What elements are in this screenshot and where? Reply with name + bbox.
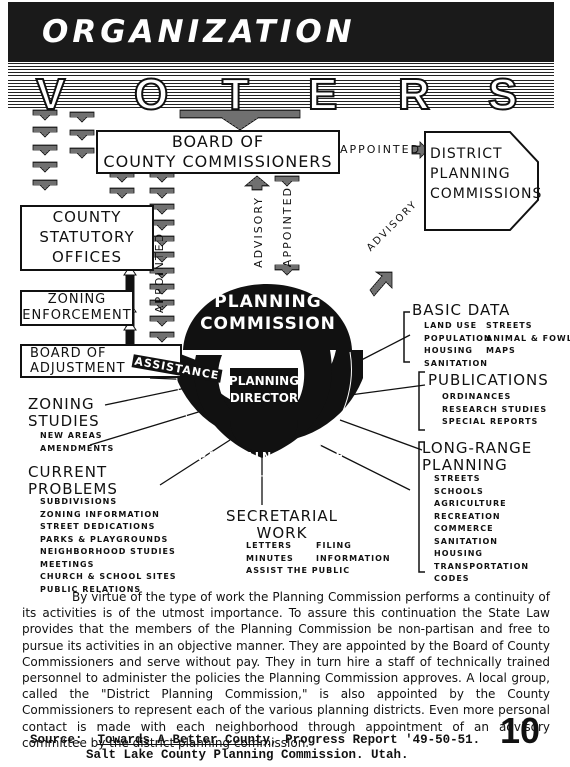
appointed-vertical-label-2: APPOINTED	[281, 186, 294, 268]
planning-commission-label: PLANNING COMMISSION	[184, 291, 352, 335]
header-stripes	[8, 62, 554, 76]
pc-line-2: COMMISSION	[200, 314, 336, 334]
page-title: ORGANIZATION	[42, 14, 356, 50]
board-line-1: BOARD OF	[171, 132, 265, 151]
offices-line-2: STATUTORY	[39, 228, 135, 246]
secretarial-work-title: SECRETARIAL WORK	[225, 507, 339, 543]
zoning-enf-line-2: ENFORCEMENT	[22, 308, 132, 323]
planning-director-label: PLANNING DIRECTOR	[224, 373, 304, 407]
district-box-outline	[424, 131, 539, 231]
advisory-arrow	[369, 271, 393, 297]
zoning-enf-line-1: ZONING	[47, 292, 107, 307]
district-line-1: DISTRICT	[430, 146, 503, 162]
source-label: Source:	[30, 733, 83, 747]
header-band	[8, 2, 554, 62]
adjustment-line-1: BOARD OF	[30, 346, 107, 361]
voters-letter-s: S	[487, 69, 518, 120]
publications-title: PUBLICATIONS	[428, 371, 549, 389]
long-range-planning-title: LONG-RANGE PLANNING	[422, 439, 533, 475]
appointed-label: APPOINTED	[340, 143, 422, 156]
publications-list: ORDINANCES RESEARCH STUDIES SPECIAL REPO…	[442, 392, 548, 426]
left-arrow-column-1	[32, 109, 58, 191]
voters-band	[8, 78, 554, 108]
pd-line-1: PLANNING	[228, 374, 300, 388]
district-planning-commissions-text: DISTRICT PLANNING COMMISSIONS	[430, 144, 542, 204]
description-paragraph: By virtue of the type of work the Planni…	[22, 590, 550, 750]
offices-line-3: OFFICES	[52, 248, 122, 266]
board-line-2: COUNTY COMMISSIONERS	[103, 152, 333, 171]
zoning-studies-title: ZONING STUDIES	[28, 395, 100, 431]
planning-staff-label: PLANNING STAFF	[197, 450, 347, 463]
board-of-county-commissioners-box: BOARD OF COUNTY COMMISSIONERS	[96, 130, 340, 174]
advisory-vertical-label: ADVISORY	[252, 196, 265, 268]
zoning-enforcement-box: ZONING ENFORCEMENT	[20, 290, 134, 326]
page-number: 10	[500, 710, 541, 751]
long-range-planning-list: STREETS SCHOOLS AGRICULTURE RECREATION C…	[434, 474, 530, 583]
district-line-2: PLANNING	[430, 166, 511, 182]
voters-letter-o: O	[133, 69, 169, 120]
appointed-vertical-label-1: APPOINTED	[153, 232, 166, 314]
offices-line-1: COUNTY	[52, 208, 122, 226]
board-of-adjustment-box: BOARD OF ADJUSTMENT	[20, 344, 182, 378]
planning-commission-shape	[183, 284, 352, 350]
voters-letter-r: R	[397, 69, 431, 120]
basic-data-title: BASIC DATA	[412, 301, 511, 319]
district-line-3: COMMISSIONS	[430, 186, 543, 202]
source-rest: , Progress Report '49-50-51.	[270, 733, 481, 747]
source-line-2: Salt Lake County Planning Commission. Ut…	[86, 748, 409, 762]
county-statutory-offices-box: COUNTY STATUTORY OFFICES	[20, 205, 154, 271]
current-problems-title: CURRENT PROBLEMS	[28, 463, 118, 499]
zoning-studies-list: NEW AREAS AMENDMENTS	[40, 431, 115, 453]
voters-letter-e: E	[307, 69, 338, 120]
pc-line-1: PLANNING	[214, 292, 322, 312]
current-problems-list: SUBDIVISIONS ZONING INFORMATION STREET D…	[40, 497, 177, 594]
adjustment-line-2: ADJUSTMENT	[30, 361, 126, 376]
source-title: Towards A Better County	[97, 733, 271, 747]
voters-to-board-arrow	[179, 109, 301, 131]
left-arrow-column-2	[69, 111, 95, 159]
pd-line-2: DIRECTOR	[229, 391, 299, 405]
source-citation: Source: Towards A Better County, Progres…	[30, 733, 480, 763]
planning-director-shape	[230, 368, 298, 452]
